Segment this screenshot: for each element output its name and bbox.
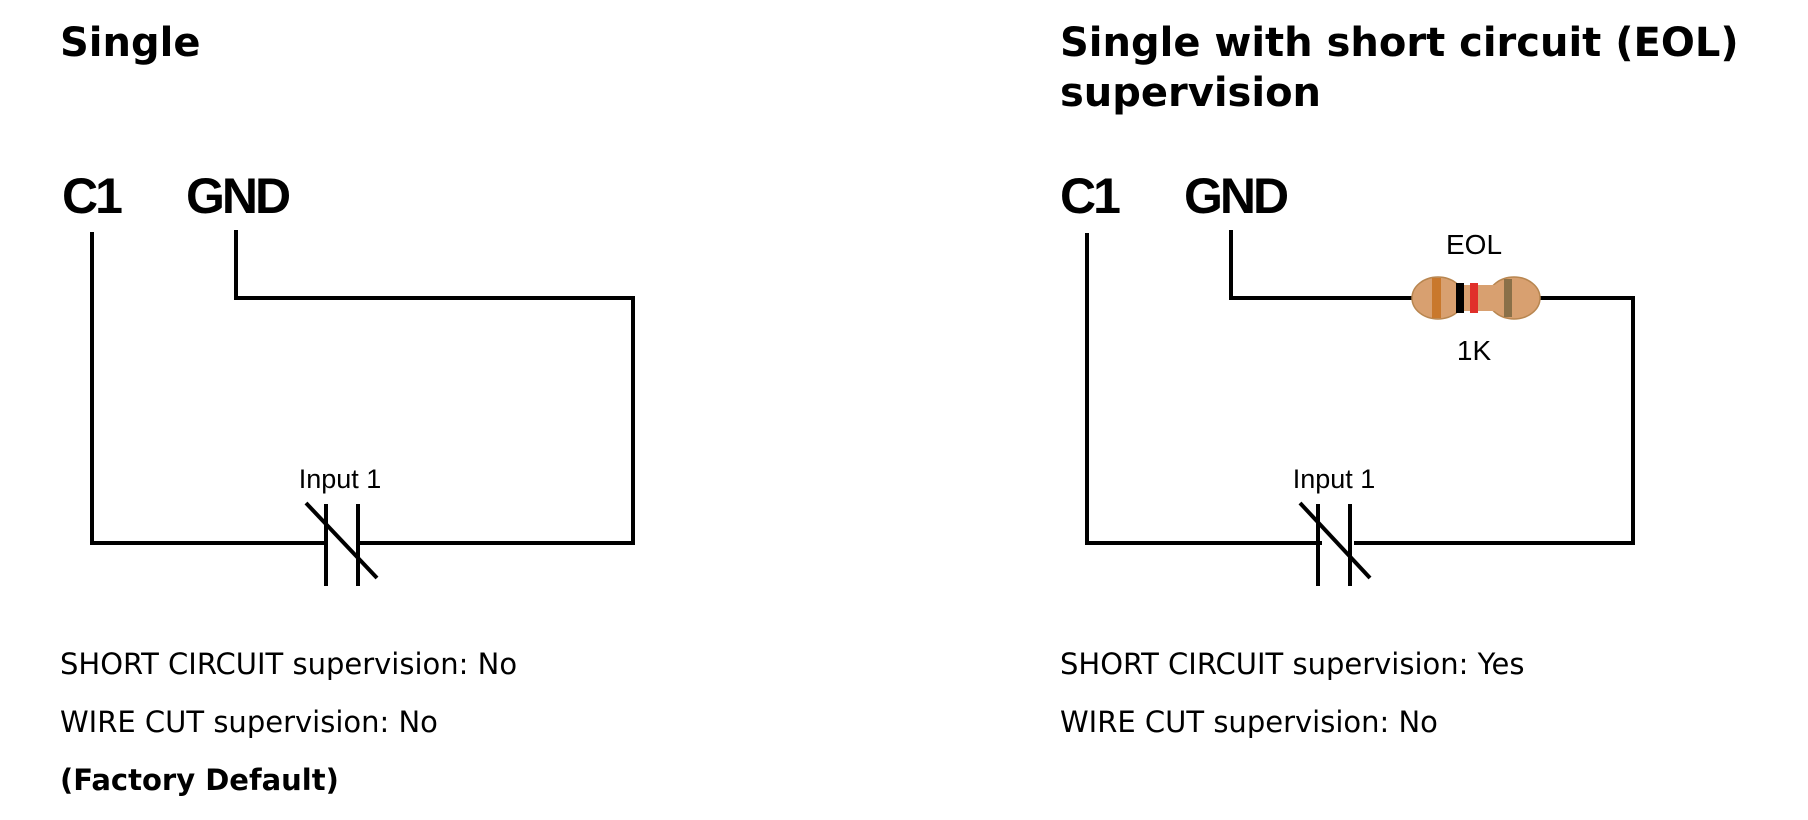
- panel-title: Single: [60, 20, 201, 66]
- normally-closed-contact-symbol: [1298, 501, 1372, 586]
- resistor-band-red: [1470, 283, 1478, 313]
- normally-closed-contact-symbol: [304, 501, 379, 586]
- panel-title: Single with short circuit (EOL) supervis…: [1060, 20, 1739, 116]
- terminal-c1-label: C1: [62, 168, 123, 224]
- resistor-band-black: [1456, 283, 1464, 313]
- short-circuit-status: SHORT CIRCUIT supervision: Yes: [1060, 647, 1525, 681]
- single-circuit-diagram: Input 1: [90, 230, 635, 586]
- eol-resistor: [1411, 276, 1541, 320]
- resistor-band-orange: [1432, 278, 1441, 318]
- short-circuit-status: SHORT CIRCUIT supervision: No: [60, 647, 518, 681]
- wire-cut-status: WIRE CUT supervision: No: [1060, 705, 1438, 739]
- terminal-c1-label: C1: [1060, 168, 1121, 224]
- terminal-gnd-label: GND: [186, 168, 291, 224]
- resistor-value: 1K: [1457, 335, 1492, 366]
- c1-wire: [90, 232, 327, 545]
- gnd-wire: [1229, 230, 1416, 300]
- eol-circuit-diagram: EOL 1K Input 1: [1085, 229, 1635, 586]
- eol-panel: Single with short circuit (EOL) supervis…: [1000, 0, 1808, 820]
- input-label: Input 1: [299, 464, 382, 494]
- factory-default-note: (Factory Default): [60, 763, 339, 797]
- single-panel: Single C1 GND Input 1 SHORT CIRCUIT supe…: [0, 0, 860, 820]
- gnd-wire: [234, 230, 635, 545]
- resistor-band-gold: [1504, 279, 1512, 317]
- input-label: Input 1: [1293, 464, 1376, 494]
- c1-wire: [1085, 233, 1322, 545]
- return-wire: [1354, 296, 1635, 545]
- resistor-label: EOL: [1446, 229, 1502, 260]
- terminal-gnd-label: GND: [1184, 168, 1289, 224]
- wire-cut-status: WIRE CUT supervision: No: [60, 705, 438, 739]
